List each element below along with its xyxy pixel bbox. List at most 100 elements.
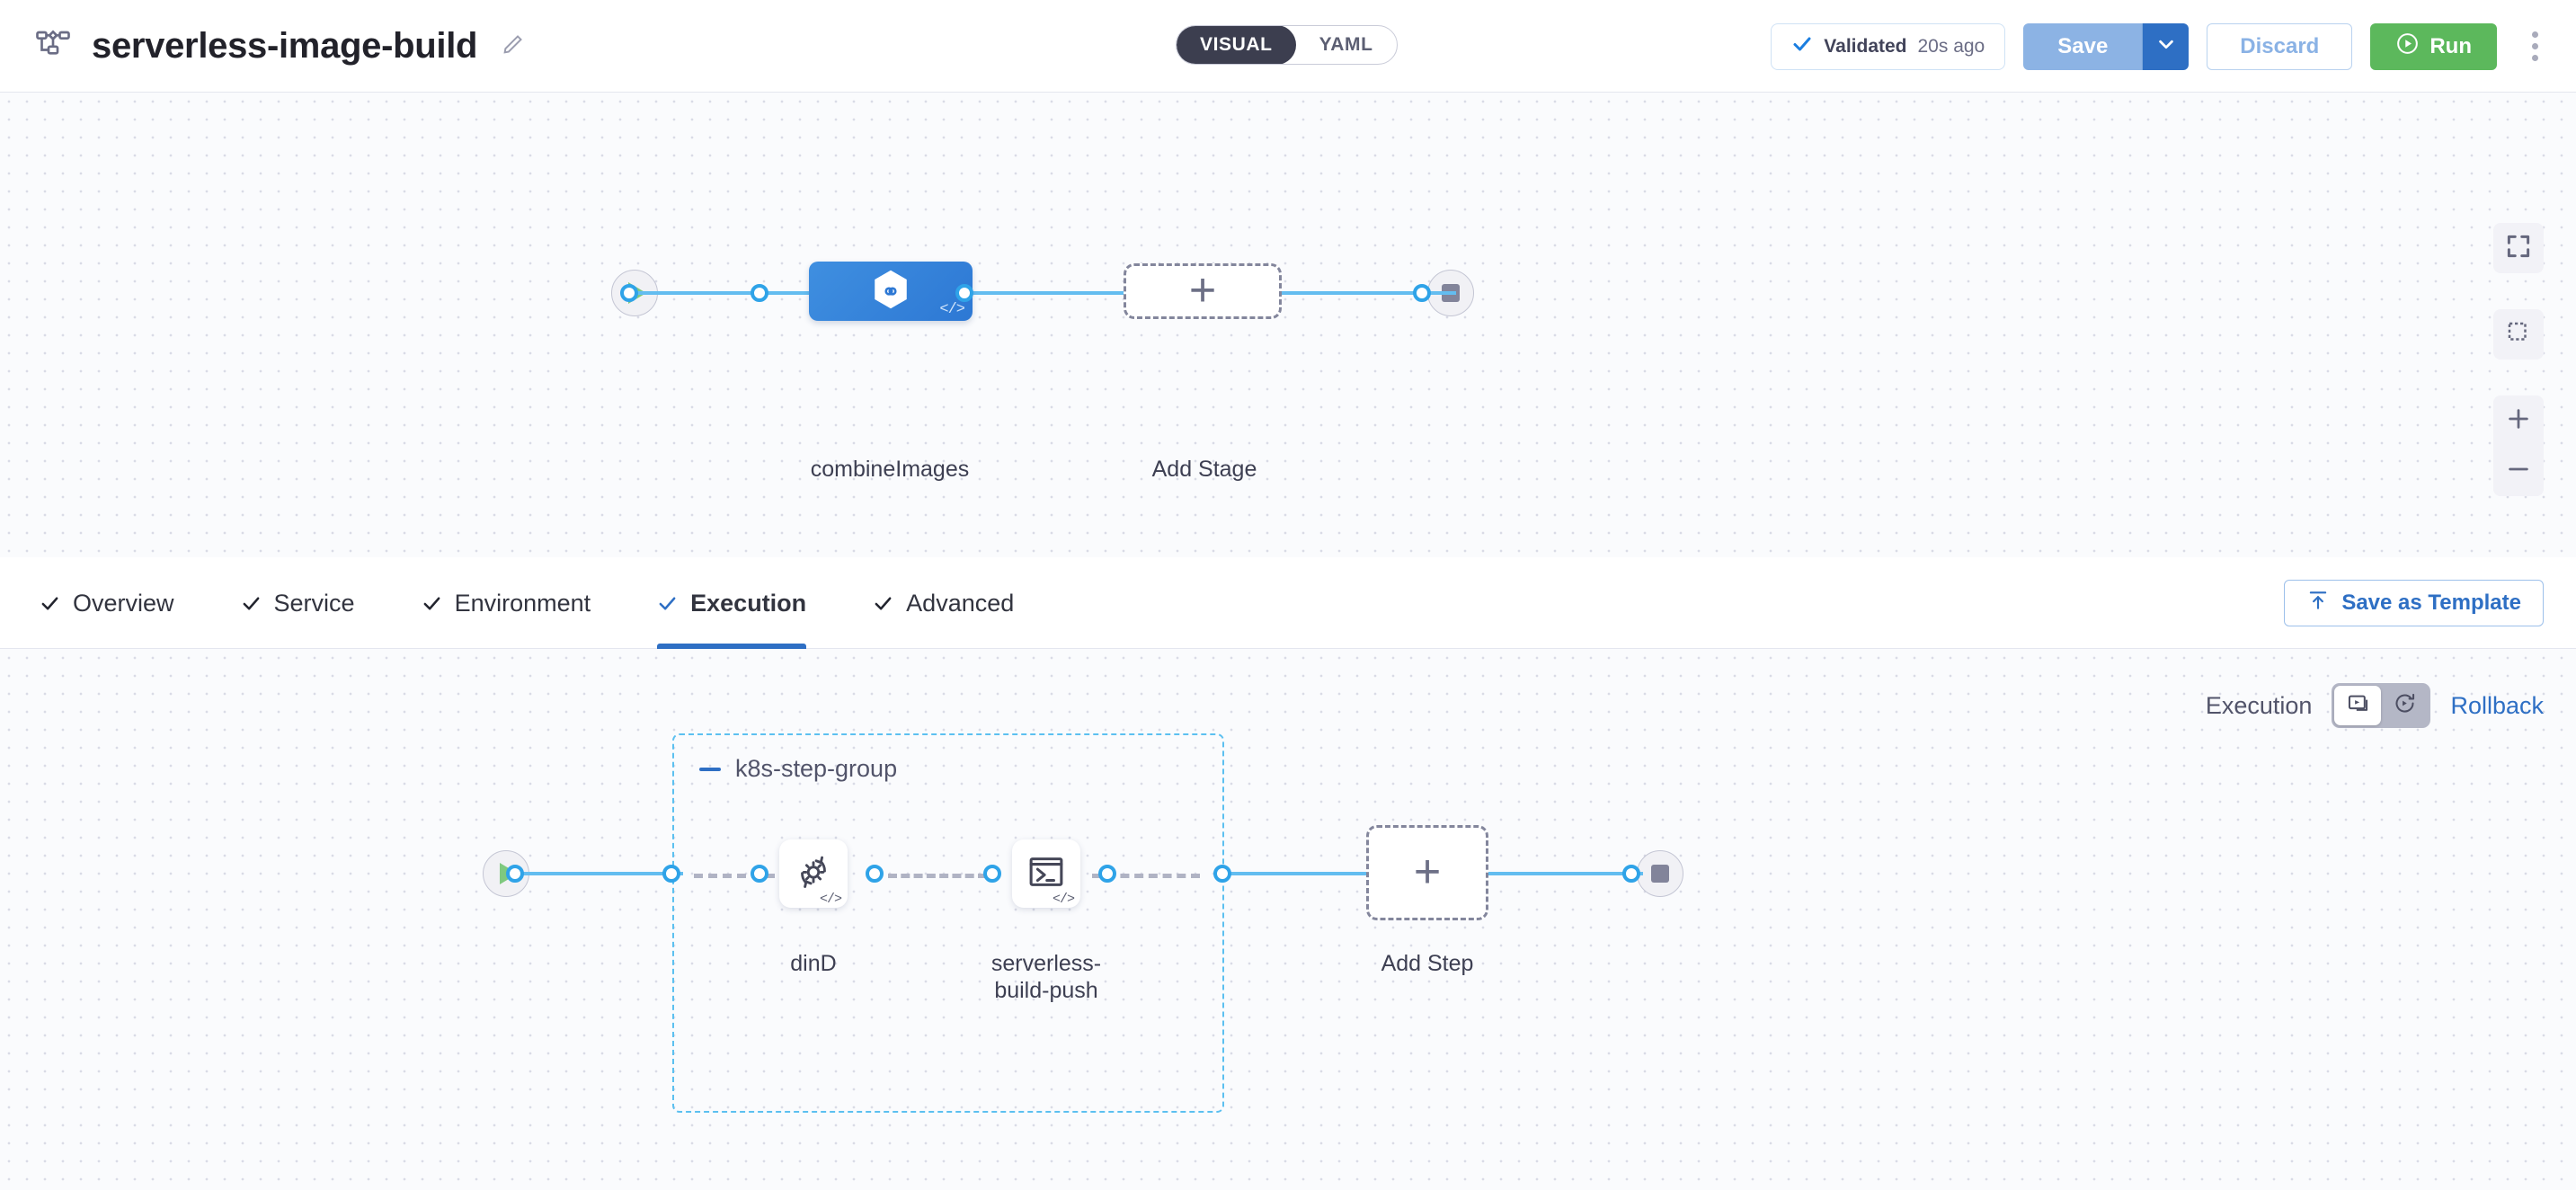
zoom-in-button[interactable] xyxy=(2493,395,2544,446)
header-actions: Validated 20s ago Save Discard Run xyxy=(1771,0,2554,93)
save-as-template-label: Save as Template xyxy=(2341,591,2521,615)
step-label-serverless-build-push: serverless- build-push xyxy=(956,951,1136,1004)
gear-refresh-icon xyxy=(793,851,834,897)
tab-list: Overview Service Environment Execution A… xyxy=(40,557,1080,649)
fit-to-screen-button[interactable] xyxy=(2493,223,2544,273)
step-end-node[interactable] xyxy=(1637,850,1683,897)
check-icon xyxy=(1791,33,1813,59)
pencil-icon[interactable] xyxy=(497,31,526,61)
execution-mode-bar: Execution Rollback xyxy=(2206,683,2544,728)
connector-dot[interactable] xyxy=(751,284,768,302)
step-node-dind[interactable]: </> xyxy=(779,839,848,908)
rollback-clock-icon xyxy=(2393,691,2417,720)
zoom-out-icon xyxy=(2505,456,2532,487)
step-node-serverless-build-push[interactable]: </> xyxy=(1012,839,1080,908)
step-connector-dashed-2 xyxy=(888,874,987,878)
tab-label: Execution xyxy=(690,589,807,617)
minus-icon[interactable] xyxy=(699,767,721,771)
step-connector-dashed-3 xyxy=(1092,874,1200,878)
connector-dot[interactable] xyxy=(506,865,524,883)
connector-dot[interactable] xyxy=(1413,284,1431,302)
terminal-icon xyxy=(1026,851,1067,897)
step-connector-end xyxy=(1481,872,1643,875)
plus-icon: + xyxy=(1188,264,1217,317)
execution-steps-icon xyxy=(2346,691,2370,720)
stage-connector-mid xyxy=(966,291,1128,295)
validation-timestamp: 20s ago xyxy=(1917,35,1985,57)
step-group-title: k8s-step-group xyxy=(735,755,898,782)
view-toggle-visual[interactable]: VISUAL xyxy=(1177,26,1296,64)
zoom-controls xyxy=(2493,395,2544,496)
tab-advanced[interactable]: Advanced xyxy=(873,557,1014,649)
selection-box-icon xyxy=(2505,319,2532,351)
step-group-k8s[interactable]: k8s-step-group xyxy=(672,733,1224,1113)
canvas-controls xyxy=(2493,223,2544,496)
stage-connector-start xyxy=(629,291,926,295)
play-circle-icon xyxy=(2395,31,2420,62)
tab-label: Environment xyxy=(454,589,591,617)
connector-dot[interactable] xyxy=(1098,865,1116,883)
connector-dot[interactable] xyxy=(1622,865,1640,883)
execution-label: Execution xyxy=(2205,691,2313,719)
validation-status-badge[interactable]: Validated 20s ago xyxy=(1771,22,2006,70)
pipeline-icon xyxy=(34,28,72,64)
execution-rollback-toggle[interactable] xyxy=(2332,683,2431,728)
code-badge: </> xyxy=(939,301,965,318)
fit-to-screen-icon xyxy=(2505,233,2532,264)
stage-graph-canvas[interactable]: </> combineImages + Add Stage xyxy=(0,93,2576,557)
stop-icon xyxy=(1651,865,1669,883)
app-header: serverless-image-build VISUAL YAML Valid… xyxy=(0,0,2576,93)
check-icon xyxy=(423,597,440,609)
check-icon xyxy=(243,597,259,609)
connector-dot[interactable] xyxy=(983,865,1001,883)
step-connector-dashed-1 xyxy=(694,874,775,878)
connector-dot[interactable] xyxy=(662,865,680,883)
connector-dot[interactable] xyxy=(620,284,638,302)
tab-label: Overview xyxy=(73,589,174,617)
step-label-line1: serverless- xyxy=(990,951,1102,976)
add-step-button[interactable]: + xyxy=(1366,825,1488,920)
zoom-in-icon xyxy=(2505,405,2532,437)
connector-dot[interactable] xyxy=(955,284,973,302)
view-mode-toggle[interactable]: VISUAL YAML xyxy=(1176,25,1398,65)
execution-steps-toggle-option[interactable] xyxy=(2334,686,2382,725)
view-toggle-yaml[interactable]: YAML xyxy=(1319,34,1373,55)
zoom-out-button[interactable] xyxy=(2493,446,2544,496)
connector-dot[interactable] xyxy=(1213,865,1231,883)
rollback-toggle-option[interactable] xyxy=(2381,686,2428,725)
header-left-group: serverless-image-build xyxy=(0,26,526,67)
save-split-button[interactable]: Save xyxy=(2023,22,2190,70)
execution-steps-canvas[interactable] xyxy=(0,649,2576,1190)
tab-label: Service xyxy=(273,589,355,617)
check-icon xyxy=(659,597,676,609)
tab-service[interactable]: Service xyxy=(241,557,355,649)
stage-label-combineimages: combineImages xyxy=(810,457,970,482)
code-badge: </> xyxy=(819,892,842,907)
step-connector-start xyxy=(521,872,683,875)
tab-overview[interactable]: Overview xyxy=(40,557,174,649)
selection-box-button[interactable] xyxy=(2493,309,2544,360)
discard-button[interactable]: Discard xyxy=(2207,22,2353,70)
tab-execution[interactable]: Execution xyxy=(657,557,807,649)
plus-icon: + xyxy=(1413,846,1442,899)
chevron-down-icon xyxy=(2156,34,2176,58)
save-as-template-button[interactable]: Save as Template xyxy=(2284,580,2544,626)
save-dropdown-button[interactable] xyxy=(2142,22,2190,70)
rollback-link[interactable]: Rollback xyxy=(2450,691,2544,719)
add-stage-label: Add Stage xyxy=(1151,457,1257,482)
save-button[interactable]: Save xyxy=(2023,22,2143,70)
connector-dot[interactable] xyxy=(751,865,768,883)
tab-environment[interactable]: Environment xyxy=(422,557,591,649)
run-button[interactable]: Run xyxy=(2370,22,2497,70)
step-label-dind: dinD xyxy=(790,951,837,976)
step-group-header[interactable]: k8s-step-group xyxy=(699,755,897,783)
kebab-menu-icon[interactable] xyxy=(2515,31,2554,61)
template-upload-icon xyxy=(2306,589,2330,618)
add-stage-button[interactable]: + xyxy=(1124,263,1282,319)
stage-node-combineimages[interactable]: </> xyxy=(809,262,973,321)
connector-dot[interactable] xyxy=(866,865,884,883)
validation-label: Validated xyxy=(1824,35,1907,57)
stage-connector-end xyxy=(1276,291,1456,295)
stage-config-tabbar: Overview Service Environment Execution A… xyxy=(0,557,2576,649)
